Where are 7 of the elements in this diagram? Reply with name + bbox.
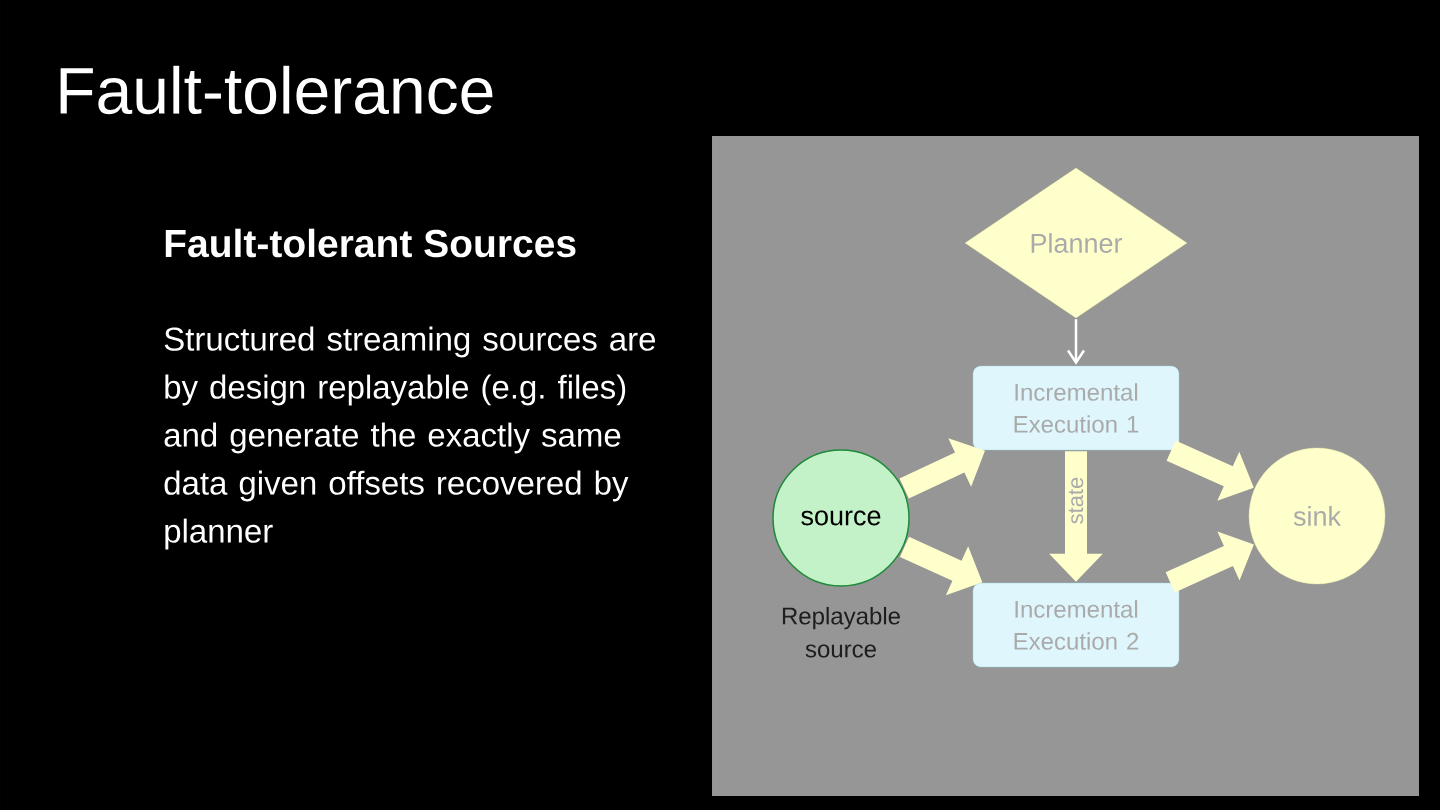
node-caption: Replayable source	[782, 606, 900, 658]
body-paragraph: Structured streaming sources are by design replayable (e.g. files) and generate the exactly same data given offsets recovered by planner	[164, 326, 656, 550]
slide-title: Fault-tolerance	[60, 65, 493, 115]
arrow	[1066, 319, 1086, 365]
process-box: Incremental Execution 1	[972, 365, 1180, 451]
section-heading: Fault-tolerant Sources	[165, 228, 576, 258]
process-box: Incremental Execution 2	[972, 582, 1180, 668]
